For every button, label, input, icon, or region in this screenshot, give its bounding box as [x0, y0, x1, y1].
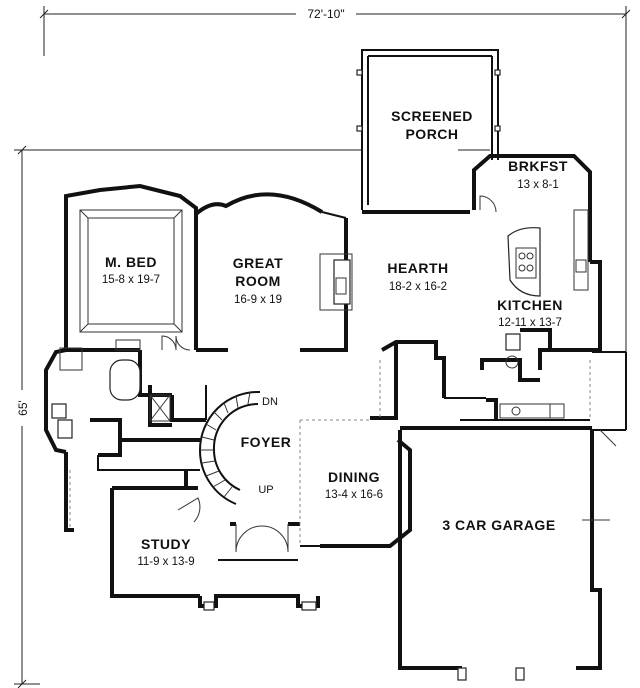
ceiling-beams	[69, 360, 591, 546]
kitchen-fixtures	[499, 209, 589, 419]
room-kitchen: KITCHEN 12-11 x 13-7	[497, 297, 563, 329]
screened-porch-structure	[356, 49, 501, 210]
master-bed-label: M. BED	[105, 254, 157, 270]
room-master-bed: M. BED 15-8 x 19-7	[102, 254, 160, 286]
master-bed-tray-ceiling	[79, 209, 183, 333]
room-great-room: GREAT ROOM 16-9 x 19	[233, 255, 283, 306]
room-study: STUDY 11-9 x 13-9	[137, 536, 194, 568]
great-room-size: 16-9 x 19	[234, 294, 282, 306]
master-bed-size: 15-8 x 19-7	[102, 274, 160, 286]
dining-label: DINING	[328, 469, 380, 485]
room-foyer: FOYER	[241, 434, 292, 450]
brkfst-size: 13 x 8-1	[517, 179, 559, 191]
fireplace	[319, 253, 353, 311]
screened-porch-label-line1: SCREENED	[391, 108, 473, 124]
study-size: 11-9 x 13-9	[137, 556, 194, 568]
room-garage: 3 CAR GARAGE	[442, 517, 555, 533]
foyer-label: FOYER	[241, 434, 292, 450]
kitchen-label: KITCHEN	[497, 297, 563, 313]
dining-size: 13-4 x 16-6	[325, 489, 383, 501]
hearth-size: 18-2 x 16-2	[389, 281, 447, 293]
kitchen-size: 12-11 x 13-7	[498, 317, 562, 329]
hearth-label: HEARTH	[387, 260, 448, 276]
brkfst-label: BRKFST	[508, 158, 568, 174]
doors	[161, 195, 617, 553]
overall-height-dimension: 65'	[14, 145, 490, 688]
screened-porch-label-line2: PORCH	[405, 126, 458, 142]
garage-label: 3 CAR GARAGE	[442, 517, 555, 533]
room-dining: DINING 13-4 x 16-6	[325, 469, 383, 501]
study-label: STUDY	[141, 536, 191, 552]
stair-down-label: DN	[262, 396, 278, 408]
overall-height-label: 65'	[16, 400, 30, 416]
curved-staircase	[198, 390, 261, 505]
overall-width-dimension: 72'-10"	[39, 6, 631, 356]
great-room-label-line2: ROOM	[235, 273, 281, 289]
stair-labels: DN UP	[258, 396, 278, 496]
stair-up-label: UP	[258, 484, 273, 496]
garage-front-posts	[203, 601, 525, 681]
master-bath-fixtures	[51, 339, 171, 439]
room-hearth: HEARTH 18-2 x 16-2	[387, 260, 448, 293]
room-brkfst: BRKFST 13 x 8-1	[508, 158, 568, 191]
great-room-label-line1: GREAT	[233, 255, 283, 271]
overall-width-label: 72'-10"	[307, 7, 344, 21]
room-screened-porch: SCREENED PORCH	[391, 108, 473, 142]
